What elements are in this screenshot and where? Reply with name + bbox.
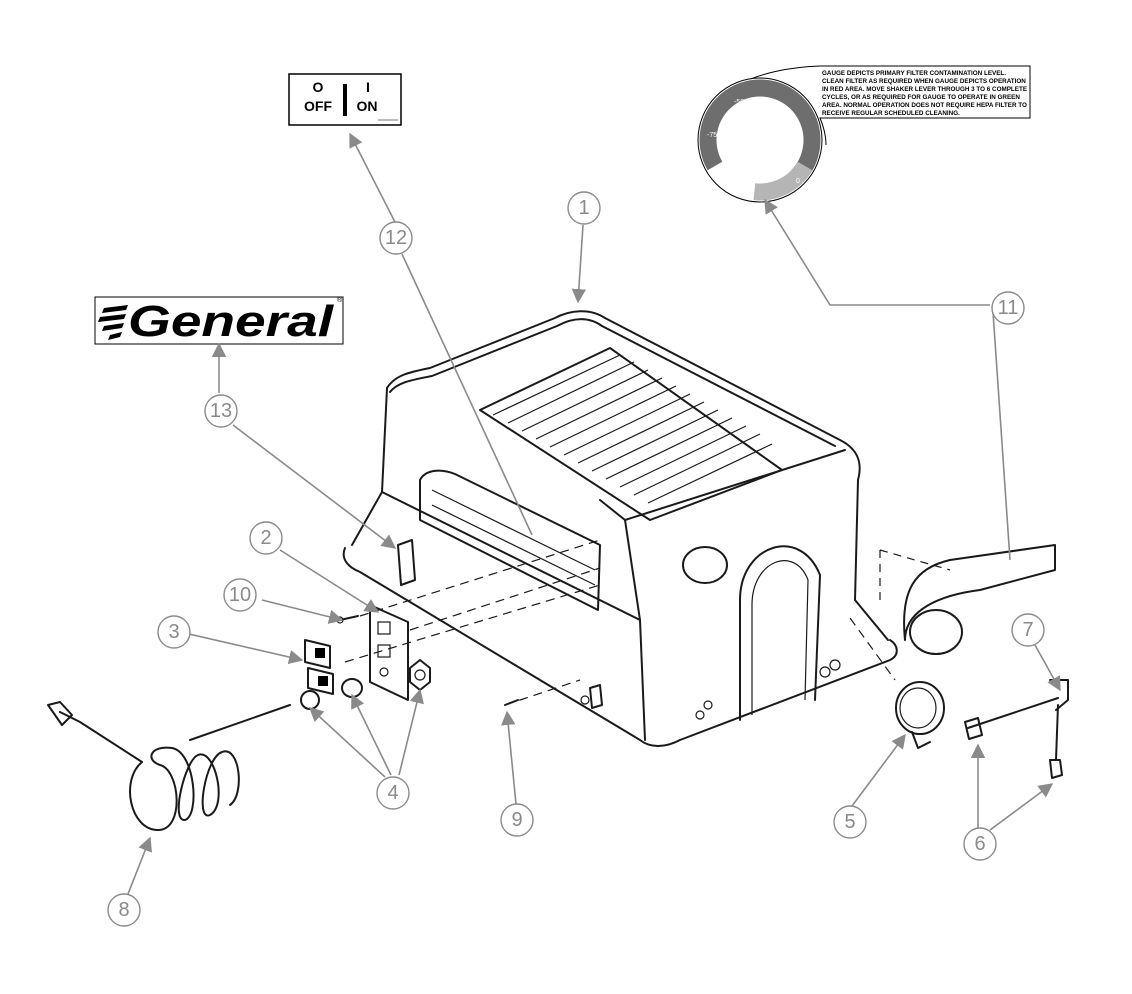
main-housing: [342, 310, 898, 747]
gauge-label-decal: -50 -75 -100 0 GAUGE DEPICTS PRIMARY FIL…: [697, 65, 1031, 203]
callout-5: 5: [833, 805, 867, 839]
callout-2-label: 2: [260, 527, 271, 549]
callout-10: 10: [223, 578, 257, 612]
callout-7: 7: [1011, 613, 1045, 647]
gauge-scale-minus100: -100: [713, 174, 727, 181]
callout-13: 13: [204, 394, 238, 428]
gauge-scale-minus75: -75: [707, 132, 717, 139]
on-text: ON: [357, 98, 378, 114]
gauge-text-line-4: CYCLES, OR AS REQUIRED FOR GAUGE TO OPER…: [822, 94, 1020, 101]
gauge-text-line-1: GAUGE DEPICTS PRIMARY FILTER CONTAMINATI…: [822, 70, 1006, 77]
callout-5-label: 5: [844, 811, 855, 833]
callout-11-label: 11: [998, 297, 1019, 319]
callout-1: 1: [567, 191, 601, 225]
callout-6: 6: [963, 827, 997, 861]
gauge-text-line-2: CLEAN FILTER AS REQUIRED WHEN GAUGE DEPI…: [822, 78, 1026, 85]
switch-label-decal: O OFF I ON: [288, 73, 402, 126]
off-symbol: O: [313, 79, 324, 95]
callout-3-label: 3: [168, 621, 179, 643]
callout-4-label: 4: [387, 782, 398, 804]
rocker-switches: [304, 639, 334, 695]
gauge-decal-outline: [879, 544, 1056, 655]
gauge-text-line-5: AREA. NORMAL OPERATION DOES NOT REQUIRE …: [822, 102, 1027, 109]
power-cord: [47, 701, 291, 831]
off-text: OFF: [304, 98, 332, 114]
callout-8-label: 8: [118, 899, 129, 921]
registered-mark: ®: [337, 296, 343, 304]
callout-9: 9: [500, 803, 534, 837]
callout-13-label: 13: [210, 400, 232, 422]
callout-11: 11: [991, 291, 1025, 325]
gauge-scale-minus50: -50: [734, 99, 744, 106]
on-symbol: I: [366, 79, 370, 95]
gauge-text-line-6: RECEIVE REGULAR SCHEDULED CLEANING.: [822, 110, 960, 117]
callout-10-label: 10: [229, 584, 251, 606]
callout-12: 12: [379, 221, 413, 255]
callout-7-label: 7: [1022, 619, 1033, 641]
pressure-gauge: [895, 681, 945, 749]
callout-4: 4: [376, 776, 410, 810]
gauge-text-line-3: IN RED AREA. MOVE SHAKER LEVER THROUGH 3…: [822, 86, 1027, 93]
leader-lines: [127, 132, 1061, 895]
speed-lines-icon: [98, 305, 128, 340]
callout-8: 8: [107, 893, 141, 927]
screw-9: [504, 699, 519, 706]
callout-12-label: 12: [385, 227, 407, 249]
gauge-scale-zero: 0: [796, 178, 800, 185]
switch-plate: [369, 604, 409, 701]
assembly-dashes: [344, 539, 896, 706]
hose-fitting: [964, 679, 1069, 779]
callout-1-label: 1: [578, 197, 589, 219]
brand-logo-text: General: [128, 297, 334, 346]
callout-6-label: 6: [974, 833, 985, 855]
callout-3: 3: [157, 615, 191, 649]
callout-9-label: 9: [511, 809, 522, 831]
brand-logo-decal: General ®: [94, 296, 344, 346]
callout-2: 2: [249, 521, 283, 555]
